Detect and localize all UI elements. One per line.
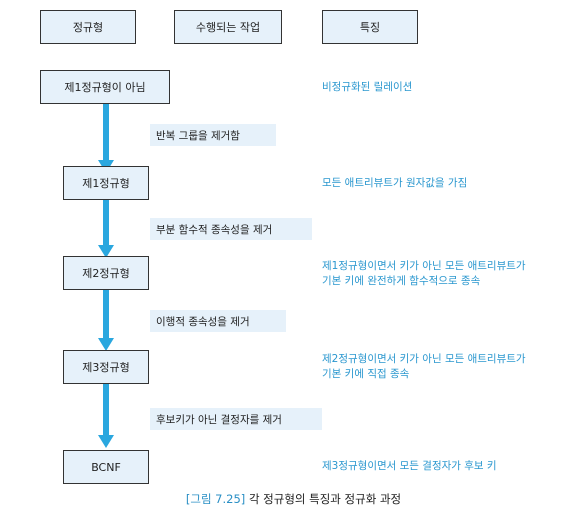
feature-unnormalized-line-1: 비정규화된 릴레이션 (322, 81, 413, 93)
figure-caption-number: [그림 7.25] (185, 492, 246, 506)
action-remove-transitive-dependency-label: 이행적 종속성을 제거 (156, 315, 250, 328)
arrow-3-head (98, 338, 114, 351)
stage-bcnf-label: BCNF (91, 460, 121, 474)
header-operation-label: 수행되는 작업 (195, 21, 261, 34)
stage-3nf-label: 제3정규형 (82, 361, 130, 374)
action-remove-repeating-groups: 반복 그룹을 제거함 (150, 124, 276, 146)
feature-3nf-line-1: 제2정규형이면서 키가 아닌 모든 애트리뷰트가 (322, 353, 526, 365)
stage-2nf-label: 제2정규형 (82, 267, 130, 280)
header-operation: 수행되는 작업 (174, 10, 282, 44)
action-remove-partial-dependency: 부분 함수적 종속성을 제거 (150, 218, 312, 240)
stage-bcnf: BCNF (63, 450, 149, 484)
action-remove-transitive-dependency: 이행적 종속성을 제거 (150, 310, 286, 332)
arrow-2-head (98, 245, 114, 258)
arrow-2-shaft (103, 200, 109, 247)
stage-unnormalized: 제1정규형이 아님 (40, 70, 170, 104)
feature-2nf-line-1: 제1정규형이면서 키가 아닌 모든 애트리뷰트가 (322, 260, 526, 272)
stage-1nf-label: 제1정규형 (82, 177, 130, 190)
arrow-4-shaft (103, 384, 109, 437)
stage-1nf: 제1정규형 (63, 166, 149, 200)
arrow-4-head (98, 435, 114, 448)
feature-3nf: 제2정규형이면서 키가 아닌 모든 애트리뷰트가 기본 키에 직접 종속 (322, 352, 526, 382)
feature-2nf-line-2: 기본 키에 완전하게 함수적으로 종속 (322, 275, 481, 287)
header-normal-form: 정규형 (40, 10, 136, 44)
arrow-3-shaft (103, 290, 109, 340)
feature-3nf-line-2: 기본 키에 직접 종속 (322, 368, 410, 380)
action-remove-non-candidate-determinants-label: 후보키가 아닌 결정자를 제거 (156, 413, 282, 426)
feature-bcnf: 제3정규형이면서 모든 결정자가 후보 키 (322, 459, 497, 474)
feature-unnormalized: 비정규화된 릴레이션 (322, 80, 412, 95)
stage-3nf: 제3정규형 (63, 350, 149, 384)
feature-2nf: 제1정규형이면서 키가 아닌 모든 애트리뷰트가 기본 키에 완전하게 함수적으… (322, 259, 526, 289)
header-feature-label: 특징 (359, 21, 381, 34)
header-normal-form-label: 정규형 (72, 21, 104, 34)
figure-caption: [그림 7.25] 각 정규형의 특징과 정규화 과정 (0, 491, 587, 507)
action-remove-repeating-groups-label: 반복 그룹을 제거함 (156, 129, 240, 142)
feature-1nf: 모든 애트리뷰트가 원자값을 가짐 (322, 176, 467, 191)
figure-caption-text: 각 정규형의 특징과 정규화 과정 (248, 492, 402, 506)
action-remove-non-candidate-determinants: 후보키가 아닌 결정자를 제거 (150, 408, 322, 430)
arrow-1-shaft (103, 104, 109, 162)
feature-bcnf-line-1: 제3정규형이면서 모든 결정자가 후보 키 (322, 460, 497, 472)
header-feature: 특징 (322, 10, 418, 44)
stage-2nf: 제2정규형 (63, 256, 149, 290)
action-remove-partial-dependency-label: 부분 함수적 종속성을 제거 (156, 223, 273, 236)
feature-1nf-line-1: 모든 애트리뷰트가 원자값을 가짐 (322, 177, 468, 189)
stage-unnormalized-label: 제1정규형이 아님 (64, 81, 146, 94)
